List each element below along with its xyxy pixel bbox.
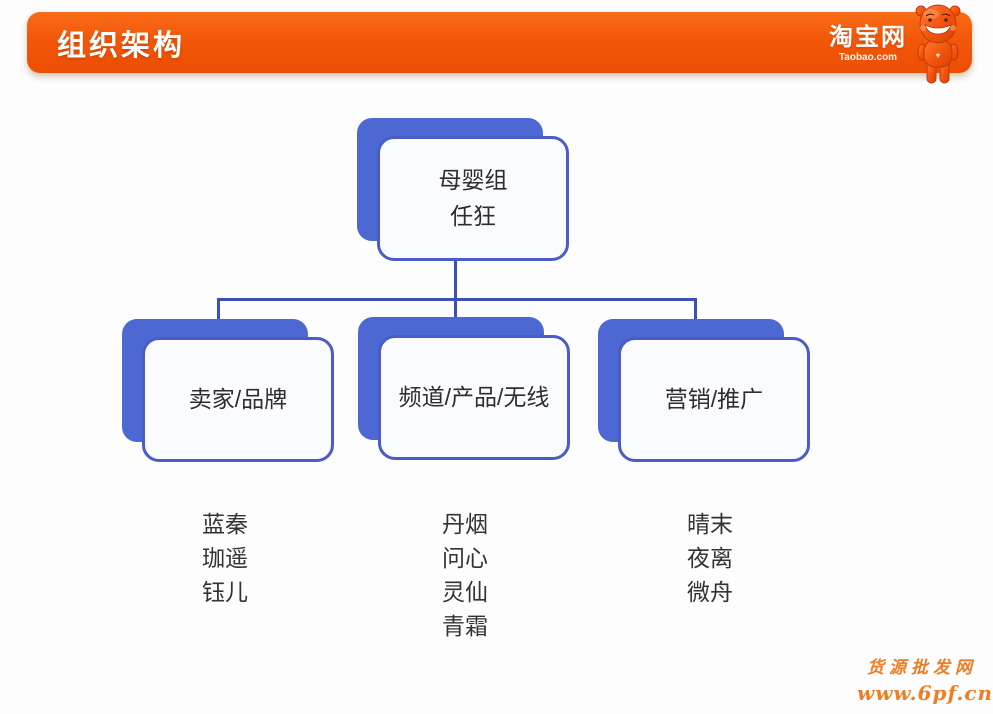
org-node-title: 频道/产品/无线 bbox=[398, 384, 550, 411]
svg-text:♥: ♥ bbox=[936, 51, 941, 60]
page-title: 组织架构 bbox=[57, 29, 186, 62]
watermark-site-name: 货源批发网 bbox=[867, 658, 977, 678]
connector-horizontal bbox=[217, 298, 697, 301]
member-name: 蓝秦 bbox=[202, 511, 248, 537]
member-list-marketing-promotion: 晴末 夜离 微舟 bbox=[625, 507, 795, 609]
connector-root-stem bbox=[454, 259, 457, 300]
header-bar: 组织架构 淘宝网 Taobao.com bbox=[27, 12, 972, 73]
org-node-card: 母婴组 任狂 bbox=[377, 136, 569, 261]
member-name: 微舟 bbox=[687, 579, 733, 605]
org-node-card: 卖家/品牌 bbox=[142, 337, 334, 462]
watermark: 货源批发网 www.6pf.cn bbox=[857, 653, 993, 705]
member-name: 晴末 bbox=[687, 511, 733, 537]
member-name: 丹烟 bbox=[442, 511, 488, 537]
org-node-leader: 任狂 bbox=[450, 202, 496, 229]
org-node-title: 母婴组 bbox=[438, 167, 508, 194]
member-name: 问心 bbox=[442, 545, 488, 571]
member-name: 钰儿 bbox=[202, 579, 248, 605]
org-node-card: 频道/产品/无线 bbox=[378, 335, 570, 460]
taobao-logo: 淘宝网 Taobao.com bbox=[829, 26, 907, 63]
org-node-sellers-brand: 卖家/品牌 bbox=[122, 319, 337, 465]
taobao-mascot-icon: ♥ bbox=[915, 4, 961, 84]
taobao-logo-en: Taobao.com bbox=[838, 52, 898, 63]
org-node-channel-product-wireless: 频道/产品/无线 bbox=[358, 317, 573, 465]
member-list-channel-product-wireless: 丹烟 问心 灵仙 青霜 bbox=[380, 507, 550, 643]
member-name: 珈遥 bbox=[202, 545, 248, 571]
org-node-root: 母婴组 任狂 bbox=[357, 118, 572, 263]
connector-drop-right bbox=[694, 298, 697, 321]
member-list-sellers-brand: 蓝秦 珈遥 钰儿 bbox=[140, 507, 310, 609]
connector-drop-center bbox=[454, 298, 457, 321]
taobao-logo-cn: 淘宝网 bbox=[829, 24, 907, 51]
connector-drop-left bbox=[217, 298, 220, 321]
member-name: 灵仙 bbox=[442, 579, 488, 605]
org-node-card: 营销/推广 bbox=[618, 337, 810, 462]
watermark-site-url: www.6pf.cn bbox=[857, 681, 993, 705]
org-node-marketing-promotion: 营销/推广 bbox=[598, 319, 813, 465]
org-node-title: 营销/推广 bbox=[664, 386, 764, 413]
org-node-title: 卖家/品牌 bbox=[188, 386, 288, 413]
member-name: 青霜 bbox=[442, 613, 488, 639]
member-name: 夜离 bbox=[687, 545, 733, 571]
